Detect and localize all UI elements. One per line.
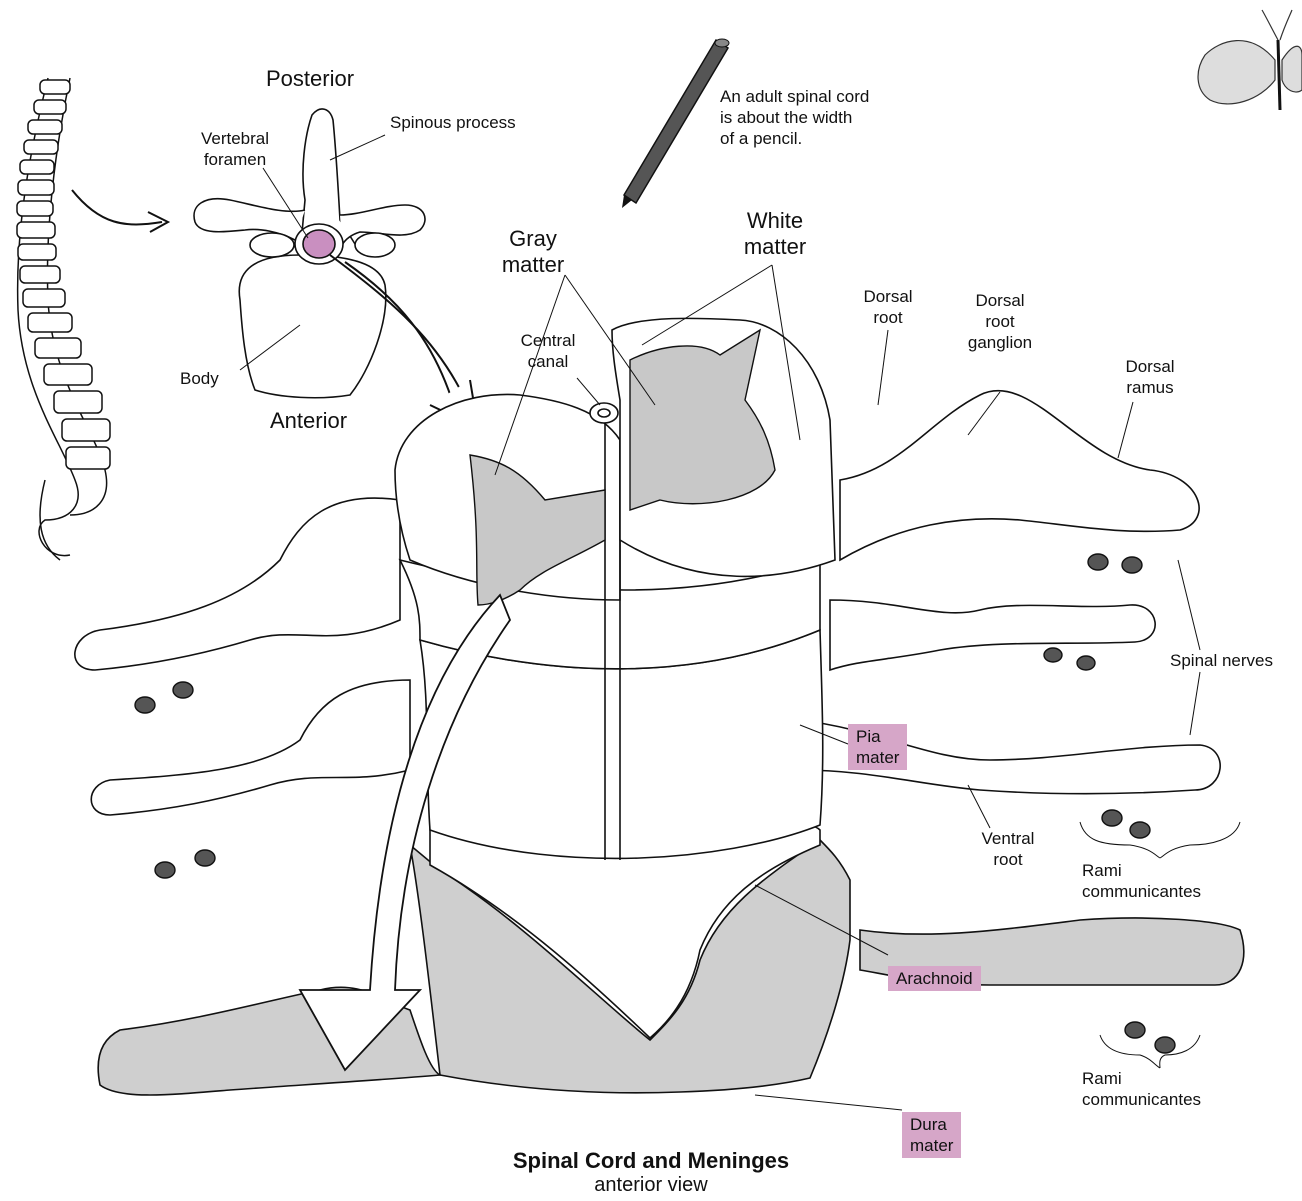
- central-canal-ring: [590, 403, 618, 423]
- vertebral-column: [17, 78, 110, 560]
- label-rami-communicantes-upper: Rami communicantes: [1082, 860, 1201, 902]
- label-pia-mater: Pia mater: [848, 724, 907, 770]
- butterfly-icon: [1198, 10, 1302, 110]
- pencil-icon: [622, 39, 729, 208]
- label-spinous-process: Spinous process: [390, 112, 516, 133]
- label-central-canal: Central canal: [508, 330, 588, 372]
- label-vertebral-foramen: Vertebral foramen: [190, 128, 280, 170]
- label-pencil-note: An adult spinal cord is about the width …: [720, 86, 869, 149]
- label-anterior: Anterior: [270, 408, 347, 434]
- label-ventral-root: Ventral root: [968, 828, 1048, 870]
- column-arrow: [72, 190, 162, 224]
- label-gray-matter: Gray matter: [488, 226, 578, 278]
- leader-spinous-process: [330, 135, 385, 160]
- label-arachnoid: Arachnoid: [888, 966, 981, 991]
- caption-title: Spinal Cord and Meninges: [0, 1148, 1302, 1174]
- label-body: Body: [180, 368, 219, 389]
- foramen-cord: [303, 230, 335, 258]
- label-spinal-nerves: Spinal nerves: [1170, 650, 1273, 671]
- label-rami-communicantes-lower: Rami communicantes: [1082, 1068, 1201, 1110]
- vertebra-stack: [17, 80, 110, 469]
- label-dorsal-root: Dorsal root: [848, 286, 928, 328]
- label-white-matter: White matter: [730, 208, 820, 260]
- label-dorsal-ramus: Dorsal ramus: [1115, 356, 1185, 398]
- label-dorsal-root-ganglion: Dorsal root ganglion: [955, 290, 1045, 353]
- caption-subtitle: anterior view: [0, 1174, 1302, 1197]
- label-posterior: Posterior: [266, 66, 354, 92]
